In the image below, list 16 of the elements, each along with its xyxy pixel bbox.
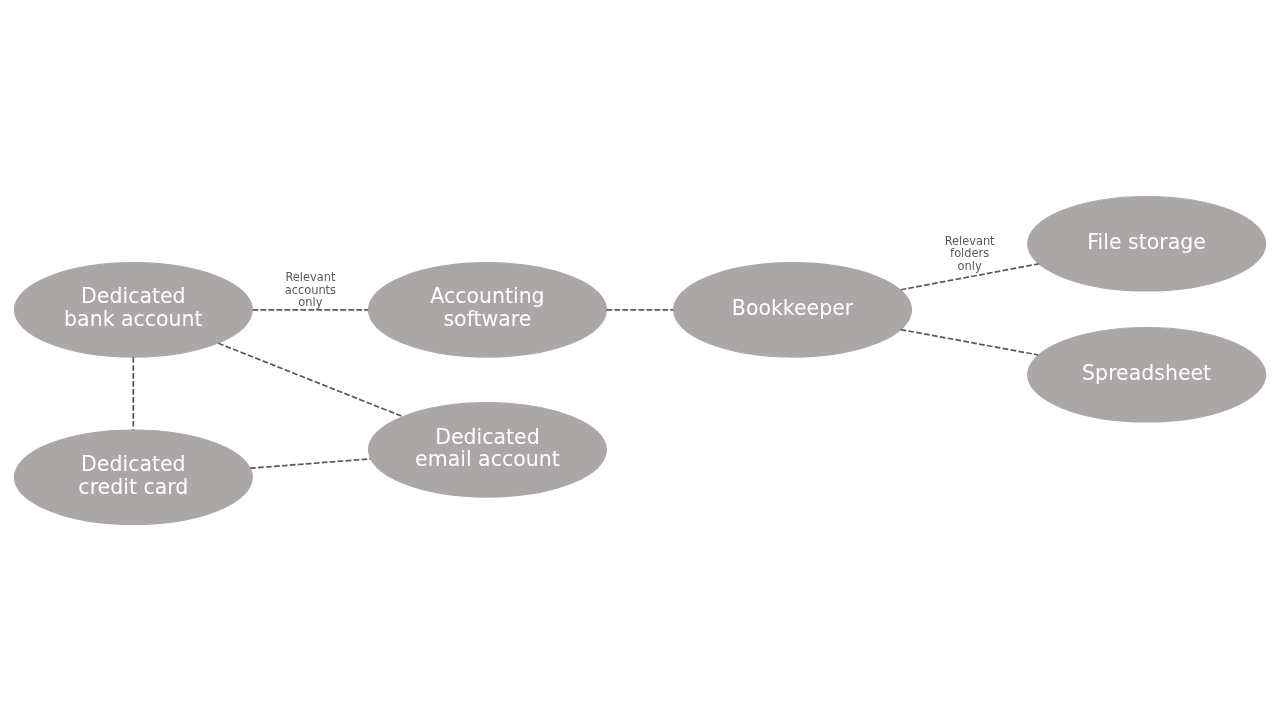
node-ellipse: Accounting software xyxy=(367,261,607,358)
edge-label: Relevant accounts only xyxy=(284,269,337,309)
node-ellipse: Bookkeeper xyxy=(673,261,913,358)
node-ellipse: Dedicated bank account xyxy=(13,261,253,358)
connector xyxy=(132,355,135,431)
node-ellipse: Dedicated credit card xyxy=(13,428,253,525)
node-ellipse: Dedicated email account xyxy=(367,401,607,498)
connector xyxy=(899,262,1040,291)
connector xyxy=(605,308,675,311)
edge-label: Relevant folders only xyxy=(944,233,995,273)
node-ellipse: Spreadsheet xyxy=(1027,326,1267,423)
connector xyxy=(899,328,1040,356)
connector xyxy=(251,308,370,311)
connector xyxy=(217,341,404,417)
node-ellipse: File storage xyxy=(1027,195,1267,292)
connector xyxy=(249,457,372,469)
